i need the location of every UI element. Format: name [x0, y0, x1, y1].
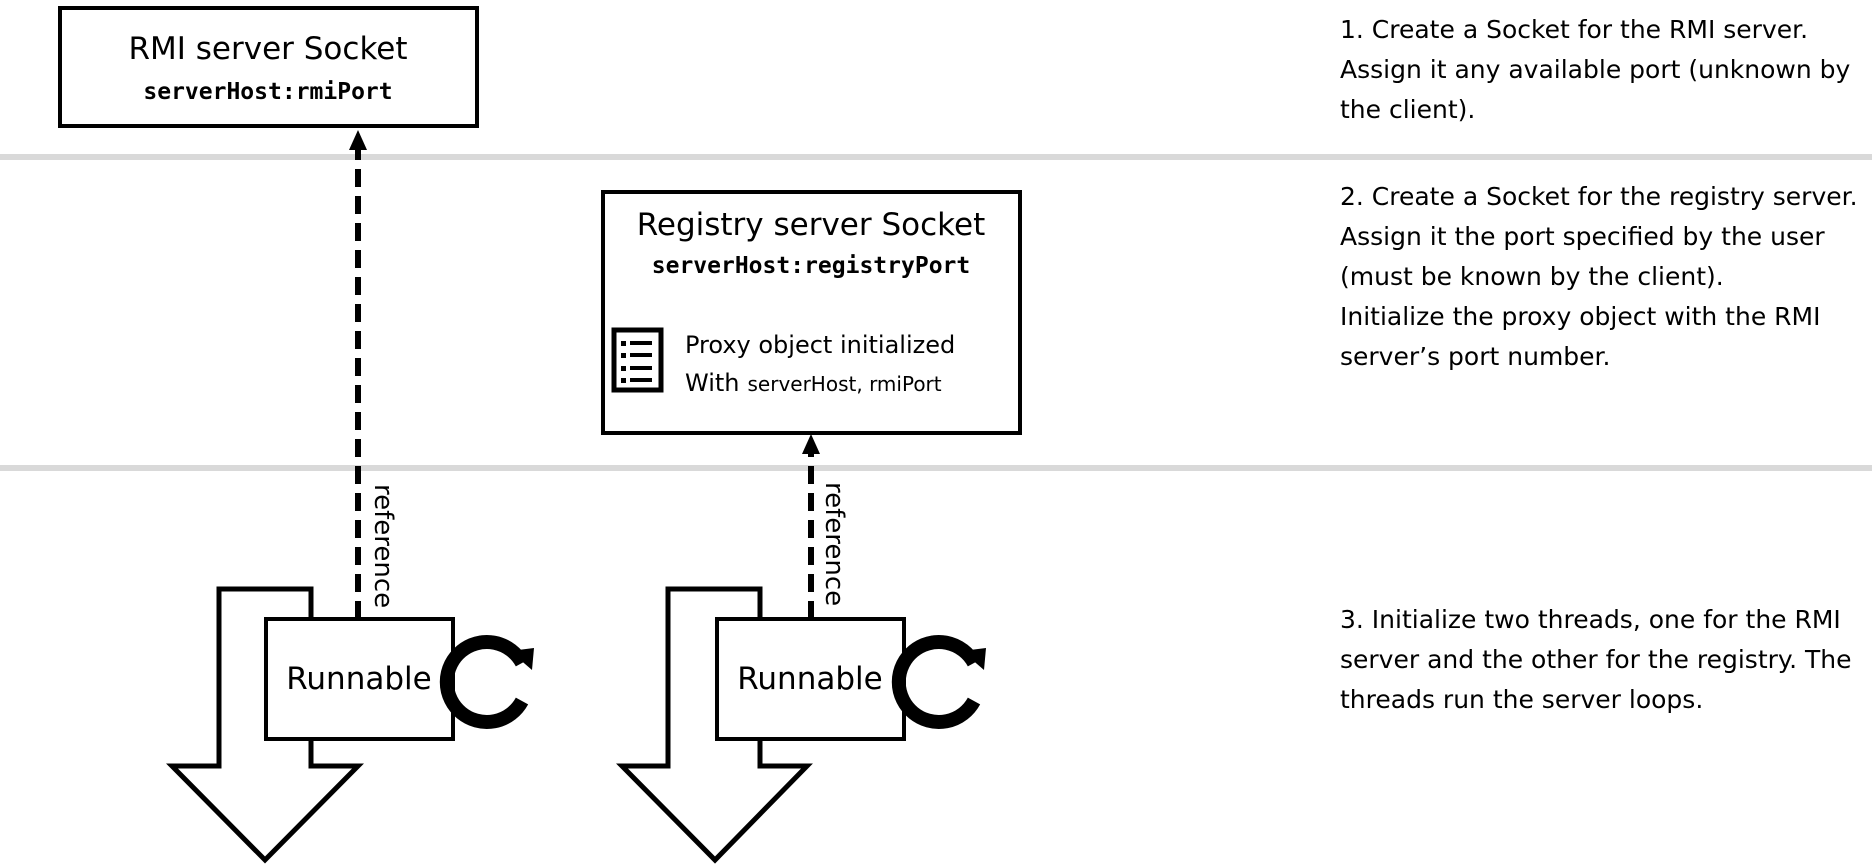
reference-arrow-rmi — [349, 130, 367, 619]
proxy-text-line2: With serverHost, rmiPort — [685, 369, 942, 397]
registry-socket-title: Registry server Socket — [637, 207, 986, 243]
runnable-label-1: Runnable — [286, 661, 431, 697]
refresh-loop-icon — [439, 635, 534, 729]
section-divider-2 — [0, 465, 1872, 471]
step-1-description: 1. Create a Socket for the RMI server. A… — [1340, 10, 1865, 130]
reference-label-1: reference — [368, 484, 398, 608]
registry-socket-address: serverHost:registryPort — [652, 253, 971, 279]
refresh-loop-icon — [891, 635, 986, 729]
list-document-icon — [611, 327, 664, 393]
runnable-box-2: Runnable — [715, 617, 906, 741]
step-3-description: 3. Initialize two threads, one for the R… — [1340, 600, 1865, 720]
runnable-box-1: Runnable — [264, 617, 455, 741]
rmi-socket-title: RMI server Socket — [128, 31, 407, 67]
registry-server-socket-box: Registry server Socket serverHost:regist… — [601, 190, 1022, 435]
reference-arrow-registry — [802, 434, 820, 619]
step-1-text: 1. Create a Socket for the RMI server. A… — [1340, 15, 1851, 124]
reference-label-2: reference — [819, 482, 849, 606]
proxy-text-line1: Proxy object initialized — [685, 331, 955, 359]
step-2-description: 2. Create a Socket for the registry serv… — [1340, 177, 1865, 377]
runnable-label-2: Runnable — [737, 661, 882, 697]
step-2-proxy-text: Initialize the proxy object with the RMI… — [1340, 302, 1821, 371]
rmi-server-socket-box: RMI server Socket serverHost:rmiPort — [58, 6, 479, 128]
step-2-text: 2. Create a Socket for the registry serv… — [1340, 182, 1858, 291]
proxy-text-with: With — [685, 369, 740, 397]
section-divider-1 — [0, 154, 1872, 160]
proxy-text-code: serverHost, rmiPort — [748, 372, 942, 396]
step-3-text: 3. Initialize two threads, one for the R… — [1340, 605, 1852, 714]
rmi-socket-address: serverHost:rmiPort — [143, 79, 392, 105]
